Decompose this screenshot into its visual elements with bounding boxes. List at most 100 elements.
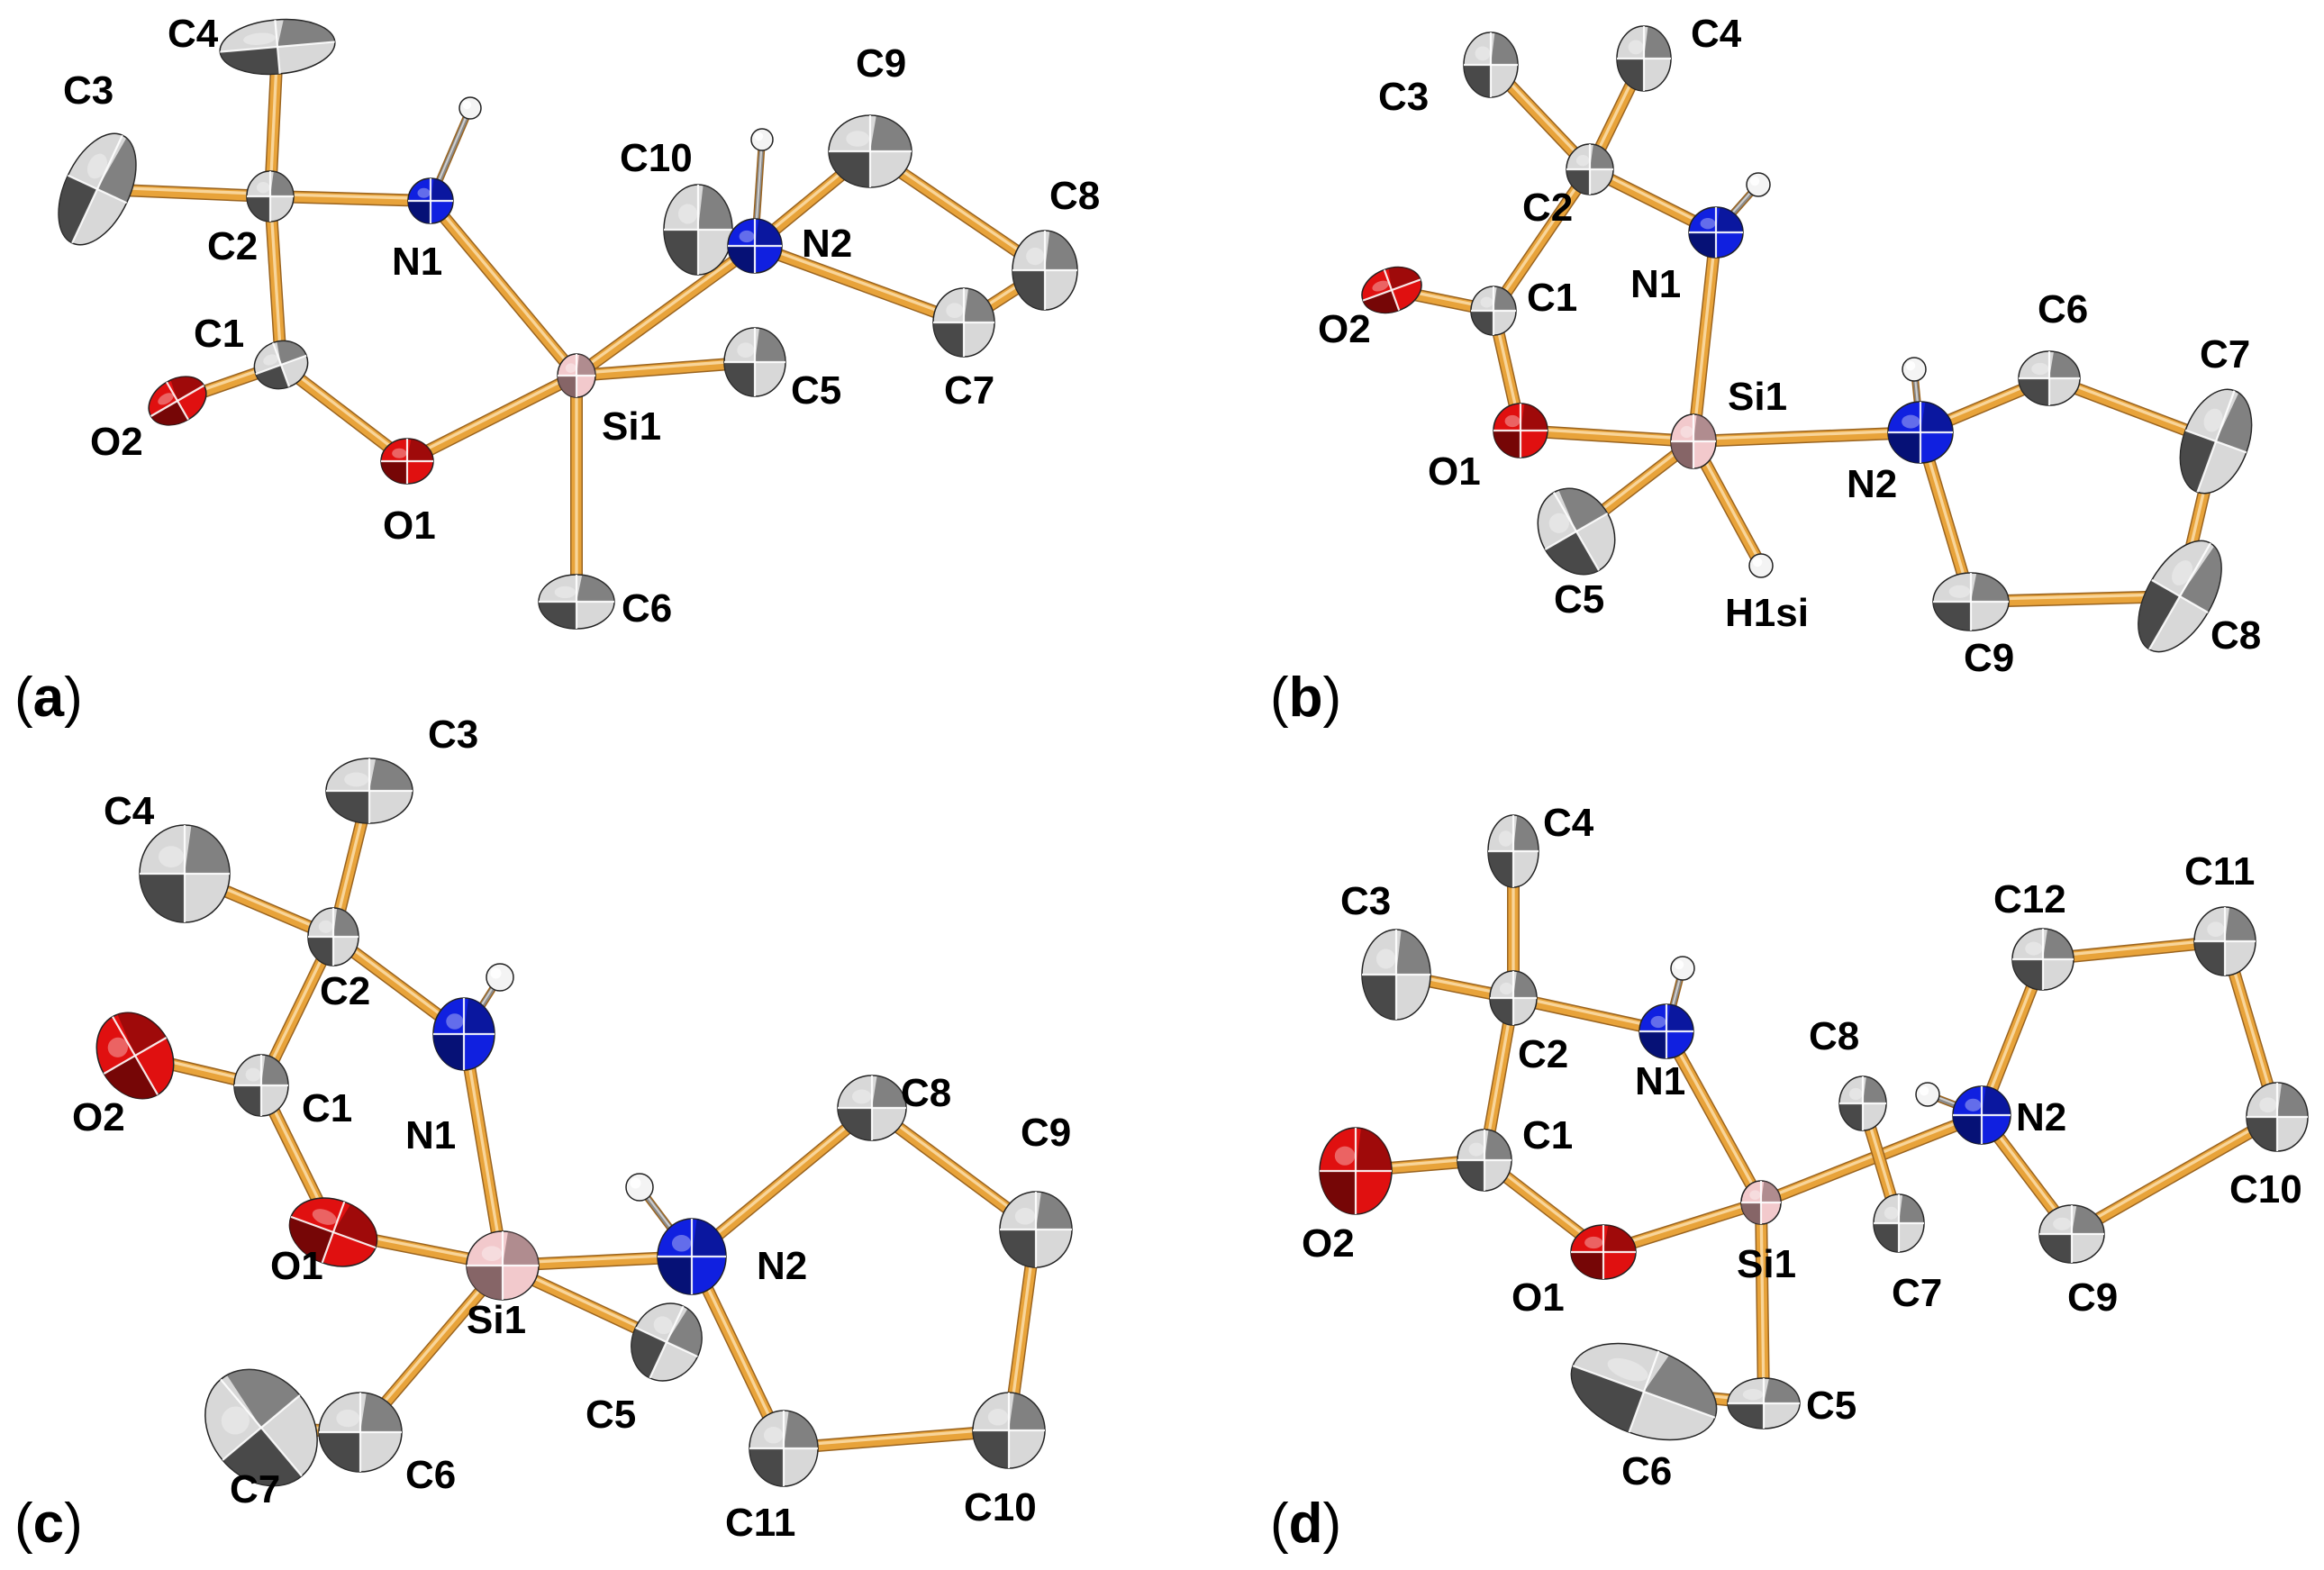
atom-label-n1: N1 [405,1113,456,1157]
n2-atom-icon [1952,1085,2011,1145]
atom-label-n1: N1 [1635,1059,1685,1103]
atom-label-c8: C8 [1809,1014,1859,1058]
atom-label-o1: O1 [383,504,436,548]
c10-atom-icon [972,1392,1046,1469]
h17-atom-icon [1670,956,1695,981]
atom-label-si1: Si1 [1737,1242,1796,1286]
atom-label-o1: O1 [1428,449,1481,494]
c5-atom-icon [631,1302,703,1382]
atom-label-c10: C10 [964,1485,1037,1529]
o1-atom-icon [1493,403,1548,458]
c8-atom-icon [1838,1075,1887,1131]
bond-highlight-O1-si1 [1520,426,1694,441]
atoms [95,758,1073,1487]
n1-atom-icon [432,997,495,1071]
c9-atom-icon [999,1191,1073,1268]
panel-letter: c [33,1493,64,1555]
bond-C2-n1 [269,191,431,206]
atom-label-c9: C9 [856,41,906,86]
c6-atom-icon [2018,350,2081,406]
atom-label-c7: C7 [2200,332,2250,377]
c1-atom-icon [1470,286,1517,336]
panel-label-b: (b) [1270,667,1341,729]
c3-atom-icon [1361,929,1431,1021]
c7-atom-icon [932,287,995,358]
bond-Si1-n2 [1758,1110,1984,1208]
atom-label-c8: C8 [1049,174,1100,218]
atom-label-o2: O2 [90,420,143,464]
atom-label-n2: N2 [1847,462,1897,506]
c2-atom-icon [1566,143,1614,195]
bonds [1390,55,2222,608]
c5-atom-icon [723,327,786,397]
atom-label-si1: Si1 [1728,375,1787,419]
atom-label-c3: C3 [63,68,113,113]
c3-atom-icon [58,132,137,246]
h16-atom-icon [1902,357,1927,382]
atom-label-c11: C11 [2184,849,2255,894]
c7-atom-icon [2179,388,2253,495]
c1-atom-icon [1457,1129,1512,1192]
c4-atom-icon [139,824,231,923]
o2-atom-icon [148,376,207,426]
panel-letter: d [1289,1493,1323,1555]
c5-atom-icon [1537,487,1616,576]
panel-label-a: (a) [14,667,83,729]
bond-C7-n2 [753,240,966,328]
bond-O1-si1 [404,371,579,466]
si1-atom-icon [1740,1180,1782,1225]
atom-label-c2: C2 [1522,186,1573,230]
panel-label-d: (d) [1270,1493,1341,1555]
n1-atom-icon [1688,206,1744,259]
atom-label-o1: O1 [1512,1275,1565,1320]
atom-label-c1: C1 [1522,1113,1573,1157]
bond-highlight-Si1-n2 [1693,428,1921,441]
atom-label-si1: Si1 [602,404,661,449]
c7-atom-icon [204,1368,318,1487]
c9-atom-icon [1932,572,2010,631]
n1-atom-icon [407,177,454,224]
bond-highlight-Si1-c5 [1759,1200,1766,1402]
h18-atom-icon [1915,1082,1940,1107]
atom-label-c8: C8 [901,1071,951,1115]
n1-atom-icon [1639,1003,1694,1059]
bond-highlight-C2-n1 [269,192,431,201]
h15-atom-icon [1746,172,1771,197]
bond-highlight-C2-c1 [268,194,283,363]
atom-label-c6: C6 [1621,1449,1672,1493]
atom-label-c5: C5 [586,1393,636,1437]
atom-label-c8: C8 [2211,613,2261,658]
n2-atom-icon [657,1218,727,1295]
atom-label-o2: O2 [1302,1221,1355,1266]
si1-atom-icon [557,353,596,398]
n2-atom-icon [1887,401,1954,464]
atom-label-c6: C6 [622,586,672,631]
atom-label-c2: C2 [320,969,370,1013]
atom-label-c5: C5 [1554,577,1604,622]
c3-atom-icon [325,758,413,824]
atom-label-c1: C1 [194,312,244,356]
si1-atom-icon [1670,413,1717,469]
atom-label-c10: C10 [620,136,693,180]
n2-atom-icon [727,218,783,274]
o1-atom-icon [1570,1224,1637,1280]
atom-label-o2: O2 [1318,307,1371,351]
c3-atom-icon [1463,32,1519,98]
c1-atom-icon [253,340,309,390]
atom-label-c5: C5 [791,368,841,413]
bond-Si1-n2 [573,241,758,380]
atom-label-h1si: H1si [1725,591,1809,635]
bond-highlight-N1-si1 [1665,1028,1763,1202]
bond-C1-o1 [277,360,411,466]
atom-label-n2: N2 [757,1244,807,1288]
atom-label-c7: C7 [1892,1271,1942,1315]
bond-highlight-N1-si1 [429,197,578,375]
c1-atom-icon [233,1054,289,1117]
atom-label-c4: C4 [1543,801,1594,845]
c5-atom-icon [1727,1377,1801,1429]
c8-atom-icon [2138,540,2222,653]
atom-label-c3: C3 [428,712,478,757]
